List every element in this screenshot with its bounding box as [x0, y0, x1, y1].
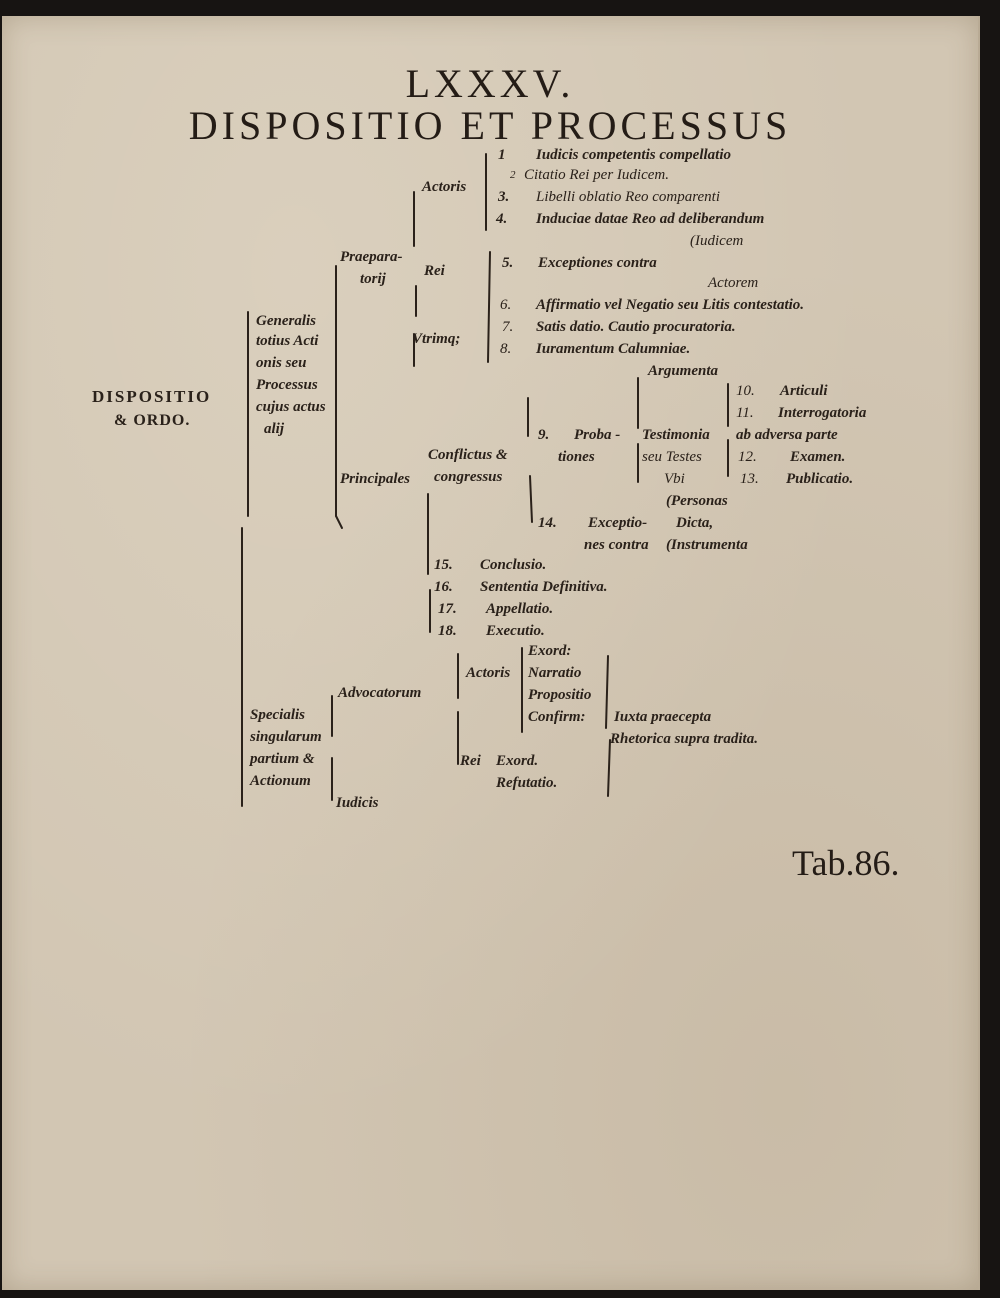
item-number: 11.	[736, 405, 754, 421]
act-number: 4.	[496, 211, 508, 227]
specialis-line1: Specialis	[250, 707, 305, 723]
rhetorica-line2: Rhetorica supra tradita.	[610, 731, 758, 747]
principales-label: Principales	[340, 471, 410, 487]
generalis-line4: Processus	[256, 377, 318, 393]
testimonia-line2: seu Testes	[642, 449, 702, 465]
actor-part: Propositio	[528, 687, 592, 703]
item-text: Articuli	[780, 383, 828, 399]
final-act-text: Executio.	[486, 623, 545, 639]
item-number: 12.	[738, 449, 757, 465]
actor-part: Exord:	[528, 643, 572, 659]
specialis-line4: Actionum	[250, 773, 311, 789]
act-number: 1	[498, 147, 506, 163]
act-text: Induciae datae Reo ad deliberandum	[536, 211, 765, 227]
probationes-line1: Proba -	[574, 427, 621, 443]
rei-part: Exord.	[496, 753, 539, 769]
act-text: Citatio Rei per Iudicem.	[524, 167, 669, 183]
exceptiones-number: 14.	[538, 515, 557, 531]
final-act-number: 15.	[434, 557, 453, 573]
root-label-line2: & ORDO.	[114, 412, 191, 429]
probationes-number: 9.	[538, 427, 550, 443]
generalis-line5: cujus actus	[256, 399, 326, 415]
act-text: Exceptiones contra	[538, 255, 657, 271]
praeparatorij-line2: torij	[360, 271, 386, 287]
final-act-text: Conclusio.	[480, 557, 547, 573]
actoris-oration-label: Actoris	[466, 665, 511, 681]
act-text-cont: (Iudicem	[690, 233, 744, 249]
specialis-line3: partium &	[250, 751, 315, 767]
rei-oration-label: Rei	[460, 753, 481, 769]
contra-instrumenta: (Instrumenta	[666, 537, 748, 553]
act-text-cont: Actorem	[708, 275, 759, 291]
act-number: 2	[510, 169, 516, 181]
utriusque-label: Vtrimq;	[412, 331, 461, 347]
act-number: 6.	[500, 297, 512, 313]
probationes-line2: tiones	[558, 449, 595, 465]
final-act-number: 16.	[434, 579, 453, 595]
act-text: Iudicis competentis compellatio	[536, 147, 731, 163]
act-text: Libelli oblatio Reo comparenti	[536, 189, 721, 205]
act-text: Iuramentum Calumniae.	[536, 341, 691, 357]
book-page: LXXXV. DISPOSITIO ET PROCESSUS DISPOSITI…	[2, 16, 980, 1290]
rhetorica-line1: Iuxta praecepta	[614, 709, 712, 725]
root-label-line1: DISPOSITIO	[92, 387, 212, 406]
conflictus-label: Conflictus &	[428, 447, 508, 463]
item-text: Interrogatoria	[778, 405, 867, 421]
generalis-line1: Generalis	[256, 313, 316, 329]
item-text: ab adversa parte	[736, 427, 838, 443]
plate-label: Tab.86.	[792, 843, 900, 883]
exceptiones-line1: Exceptio-	[588, 515, 648, 531]
plate-number: LXXXV.	[405, 61, 575, 106]
rei-label: Rei	[424, 263, 445, 279]
actor-part: Confirm:	[528, 709, 586, 725]
act-text: Satis datio. Cautio procuratoria.	[536, 319, 736, 335]
contra-dicta: Dicta,	[676, 515, 714, 531]
argumenta-label: Argumenta	[648, 363, 719, 379]
rei-part: Refutatio.	[496, 775, 558, 791]
bracket-lines	[241, 153, 729, 807]
actoris-label: Actoris	[422, 179, 467, 195]
generalis-line2: totius Acti	[256, 333, 319, 349]
exceptiones-line2: nes contra	[584, 537, 649, 553]
actor-part: Narratio	[528, 665, 582, 681]
final-act-number: 17.	[438, 601, 457, 617]
testimonia-line3: Vbi	[664, 471, 685, 487]
item-text: Publicatio.	[786, 471, 854, 487]
testimonia-line1: Testimonia	[642, 427, 710, 443]
praeparatorij-line1: Praepara-	[340, 249, 403, 265]
final-act-number: 18.	[438, 623, 457, 639]
item-number: 13.	[740, 471, 759, 487]
generalis-line6: alij	[264, 421, 285, 437]
act-number: 8.	[500, 341, 512, 357]
iudicis-label: Iudicis	[336, 795, 379, 811]
page-title: DISPOSITIO ET PROCESSUS	[188, 103, 792, 148]
generalis-line3: onis seu	[256, 355, 307, 371]
act-number: 5.	[502, 255, 514, 271]
item-number: 10.	[736, 383, 755, 399]
congressus-label: congressus	[434, 469, 503, 485]
advocatorum-label: Advocatorum	[338, 685, 422, 701]
final-act-text: Sententia Definitiva.	[480, 579, 608, 595]
final-act-text: Appellatio.	[486, 601, 554, 617]
act-number: 7.	[502, 319, 514, 335]
act-number: 3.	[498, 189, 510, 205]
act-text: Affirmatio vel Negatio seu Litis contest…	[536, 297, 805, 313]
contra-personas: (Personas	[666, 493, 728, 509]
item-text: Examen.	[790, 449, 846, 465]
specialis-line2: singularum	[250, 729, 322, 745]
